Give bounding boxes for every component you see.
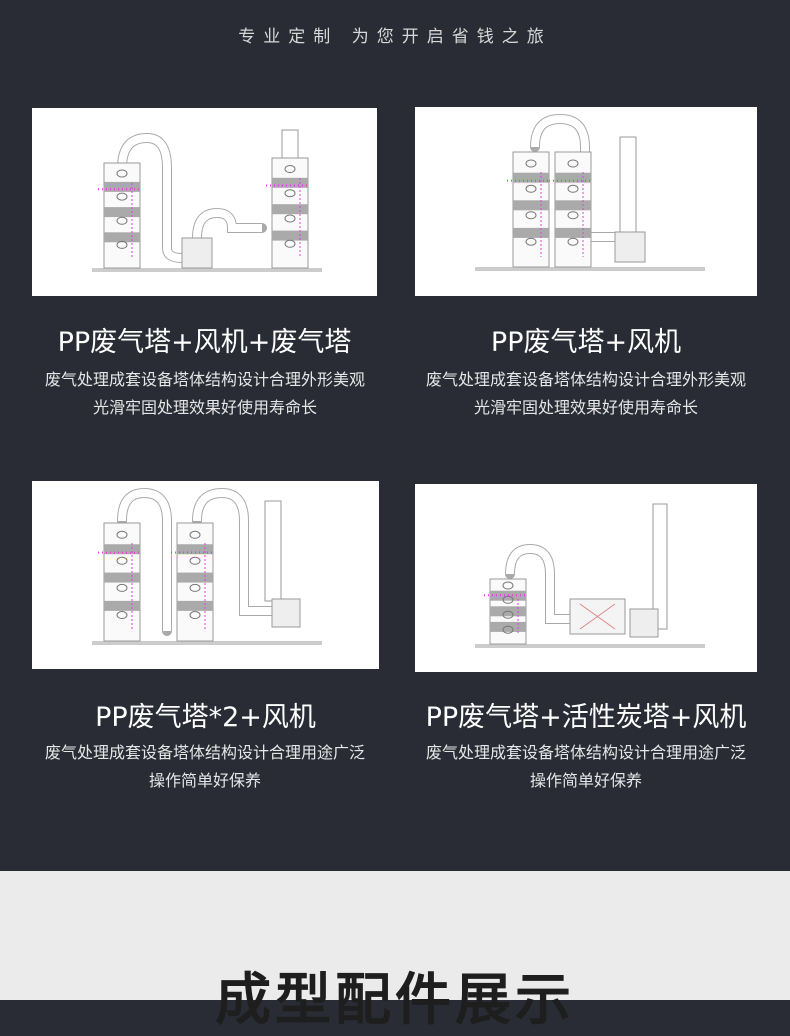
fan <box>271 598 301 628</box>
manhole <box>116 192 128 201</box>
manhole <box>116 583 128 592</box>
tower-diagram <box>92 129 322 272</box>
manhole <box>567 184 579 193</box>
manhole <box>525 159 537 168</box>
product-description: 废气处理成套设备塔体结构设计合理外形美观光滑牢固处理效果好使用寿命长 <box>390 366 782 422</box>
packing-layer <box>104 232 140 243</box>
manhole <box>502 595 514 604</box>
chimney <box>619 136 637 238</box>
packing-layer <box>177 572 213 583</box>
accessories-section <box>0 871 790 1000</box>
packing-layer <box>272 204 308 215</box>
product-description: 废气处理成套设备塔体结构设计合理外形美观光滑牢固处理效果好使用寿命长 <box>10 366 400 422</box>
desc-line: 废气处理成套设备塔体结构设计合理外形美观 <box>425 370 746 389</box>
desc-line: 光滑牢固处理效果好使用寿命长 <box>92 398 317 417</box>
manhole <box>502 625 514 634</box>
manhole <box>525 237 537 246</box>
manhole <box>525 184 537 193</box>
product-title: PP废气塔*2+风机 <box>95 702 316 733</box>
ground-line <box>92 641 322 645</box>
duct-inner <box>193 208 262 239</box>
packing-layer <box>177 544 213 555</box>
carbon-mark <box>579 603 616 630</box>
duct-inner <box>193 488 272 615</box>
manhole <box>525 211 537 220</box>
desc-line: 操作简单好保养 <box>148 771 261 790</box>
duct-inner <box>506 544 575 623</box>
manhole <box>116 530 128 539</box>
manhole <box>116 216 128 225</box>
manhole <box>284 239 296 248</box>
packing-layer <box>513 227 549 238</box>
manhole <box>284 189 296 198</box>
desc-line: 废气处理成套设备塔体结构设计合理用途广泛 <box>425 743 746 762</box>
packing-layer <box>272 230 308 241</box>
tagline: 专业定制 为您开启省钱之旅 <box>238 27 552 47</box>
desc-line: 废气处理成套设备塔体结构设计合理外形美观 <box>44 370 365 389</box>
product-description: 废气处理成套设备塔体结构设计合理用途广泛操作简单好保养 <box>390 739 782 795</box>
packing-layer <box>104 207 140 218</box>
tower-diagram <box>92 487 322 645</box>
manhole <box>116 169 128 178</box>
product-image-4 <box>415 484 757 672</box>
tower-diagram <box>475 503 705 648</box>
product-title: PP废气塔+风机+废气塔 <box>57 327 352 358</box>
product-description: 废气处理成套设备塔体结构设计合理用途广泛操作简单好保养 <box>10 739 400 795</box>
manhole <box>284 214 296 223</box>
packing-layer <box>104 600 140 611</box>
packing-layer <box>104 181 140 192</box>
manhole <box>284 165 296 173</box>
manhole <box>116 556 128 565</box>
chimney <box>281 129 299 159</box>
packing-layer <box>555 200 591 211</box>
packing-layer <box>555 227 591 238</box>
packing-layer <box>272 177 308 188</box>
section-title: 成型配件展示 <box>215 968 575 1033</box>
chimney <box>264 500 282 602</box>
packing-layer <box>104 544 140 555</box>
manhole <box>567 159 579 168</box>
product-image-1 <box>32 108 377 296</box>
desc-line: 废气处理成套设备塔体结构设计合理用途广泛 <box>44 743 365 762</box>
tower-diagram <box>475 113 705 271</box>
manhole <box>116 611 128 620</box>
product-image-2 <box>415 107 757 296</box>
manhole <box>189 530 201 539</box>
manhole <box>567 237 579 246</box>
packing-layer <box>177 600 213 611</box>
manhole <box>189 556 201 565</box>
product-title: PP废气塔+活性炭塔+风机 <box>425 702 747 733</box>
packing-layer <box>104 572 140 583</box>
duct-inner <box>531 114 615 241</box>
manhole <box>502 610 514 619</box>
manhole <box>567 211 579 220</box>
packing-layer <box>555 172 591 183</box>
fan <box>629 608 659 638</box>
packing-layer <box>513 172 549 183</box>
manhole <box>189 583 201 592</box>
manhole <box>502 581 514 590</box>
fan <box>181 237 213 269</box>
packing-layer <box>490 621 526 632</box>
ground-line <box>92 268 322 272</box>
ground-line <box>475 267 705 271</box>
desc-line: 操作简单好保养 <box>529 771 642 790</box>
fan <box>614 231 646 263</box>
packing-layer <box>513 200 549 211</box>
manhole <box>189 611 201 620</box>
duct-inner <box>118 133 183 262</box>
duct-inner <box>118 488 171 631</box>
ground-line <box>475 644 705 648</box>
manhole <box>116 240 128 249</box>
chimney <box>652 503 668 630</box>
product-image-3 <box>32 481 379 669</box>
desc-line: 光滑牢固处理效果好使用寿命长 <box>473 398 698 417</box>
product-title: PP废气塔+风机 <box>490 327 682 358</box>
